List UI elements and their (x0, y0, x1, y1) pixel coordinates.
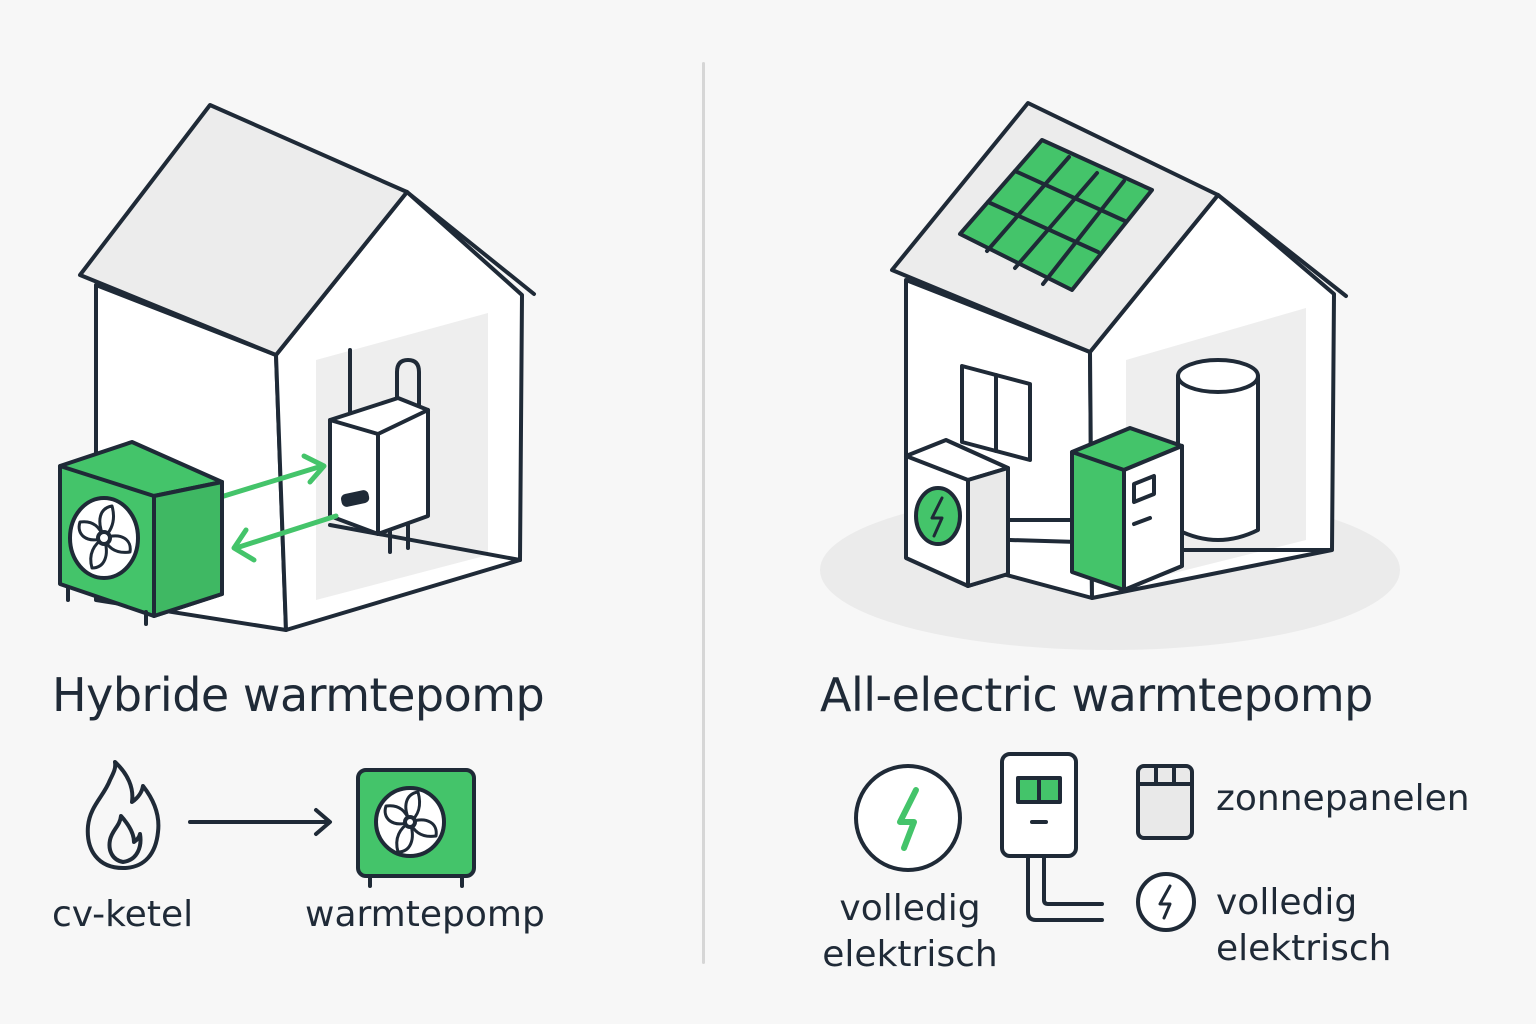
window (960, 364, 1032, 462)
exchange-arrows (221, 453, 339, 563)
arrow-right-icon (188, 808, 332, 836)
heat-pump-icon (356, 768, 476, 888)
hybrid-panel: Hybride warmtepomp cv-ketel warmtepomp (0, 0, 700, 1024)
solar-panel (958, 138, 1154, 292)
battery-unit (1070, 426, 1184, 592)
hybrid-house-illustration (58, 103, 536, 888)
electric-legend-label: volledig elektrisch (822, 888, 998, 975)
flame-icon (85, 760, 161, 870)
solar-panel-icon (1136, 764, 1194, 840)
hot-water-tank (1176, 358, 1260, 542)
electric-legend-label-2: volledig elektrisch (1216, 882, 1392, 969)
cv-boiler-label: cv-ketel (52, 894, 194, 935)
lightning-circle-icon (1136, 872, 1196, 932)
heat-pump-label: warmtepomp (305, 894, 545, 935)
outdoor-unit (904, 438, 1010, 588)
all-electric-house-illustration (820, 101, 1400, 932)
solar-legend-label: zonnepanelen (1216, 778, 1470, 819)
panel-divider (702, 62, 705, 964)
all-electric-panel: All-electric warmtepomp volledig elektri… (710, 0, 1536, 1024)
meter-icon (1000, 752, 1104, 922)
lightning-circle-icon (854, 764, 962, 872)
hybrid-title: Hybride warmtepomp (52, 668, 545, 722)
all-electric-title: All-electric warmtepomp (820, 668, 1373, 722)
